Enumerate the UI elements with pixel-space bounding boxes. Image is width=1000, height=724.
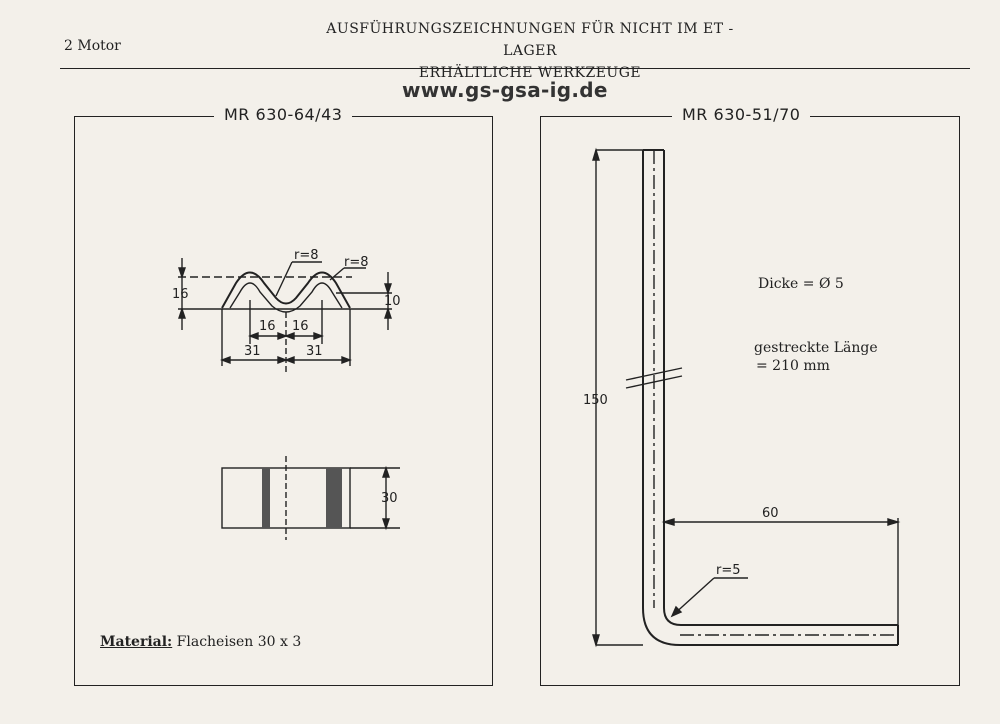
title-line-2: ERHÄLTLICHE WERKZEUGE [418, 65, 642, 81]
thickness-note: Dicke = Ø 5 [758, 276, 844, 292]
length-note-line-1: gestreckte Länge [754, 340, 878, 356]
left-drawing-title: MR 630-64/43 [214, 105, 353, 124]
material-label: Material: [100, 634, 173, 650]
section-label: 2 Motor [64, 38, 121, 54]
dim-half-right: 31 [306, 344, 323, 359]
page-title: AUSFÜHRUNGSZEICHNUNGEN FÜR NICHT IM ET -… [300, 18, 760, 84]
dim-pitch-right: 16 [292, 319, 309, 334]
right-drawing-title: MR 630-51/70 [672, 105, 811, 124]
dim-half-left: 31 [244, 344, 261, 359]
dim-length-vertical: 150 [583, 393, 608, 408]
dim-height-inner: 10 [384, 294, 401, 309]
rod-outline-outer [642, 150, 898, 646]
header-divider [60, 68, 970, 69]
dim-pitch-left: 16 [259, 319, 276, 334]
dim-width: 30 [381, 491, 398, 506]
material-note: Material: Flacheisen 30 x 3 [100, 634, 301, 650]
dim-radius-a: r=8 [294, 248, 319, 263]
watermark-url: www.gs-gsa-ig.de [402, 78, 608, 102]
title-line-1: AUSFÜHRUNGSZEICHNUNGEN FÜR NICHT IM ET -… [326, 21, 734, 59]
dim-radius-b: r=8 [344, 255, 369, 270]
rod-outline-inner [663, 150, 898, 626]
material-value: Flacheisen 30 x 3 [176, 634, 302, 650]
dim-height-total: 16 [172, 287, 189, 302]
dim-radius: r=5 [716, 563, 741, 578]
length-note-line-2: = 210 mm [756, 358, 830, 374]
wave-profile [221, 271, 351, 309]
dim-length-horizontal: 60 [762, 506, 779, 521]
